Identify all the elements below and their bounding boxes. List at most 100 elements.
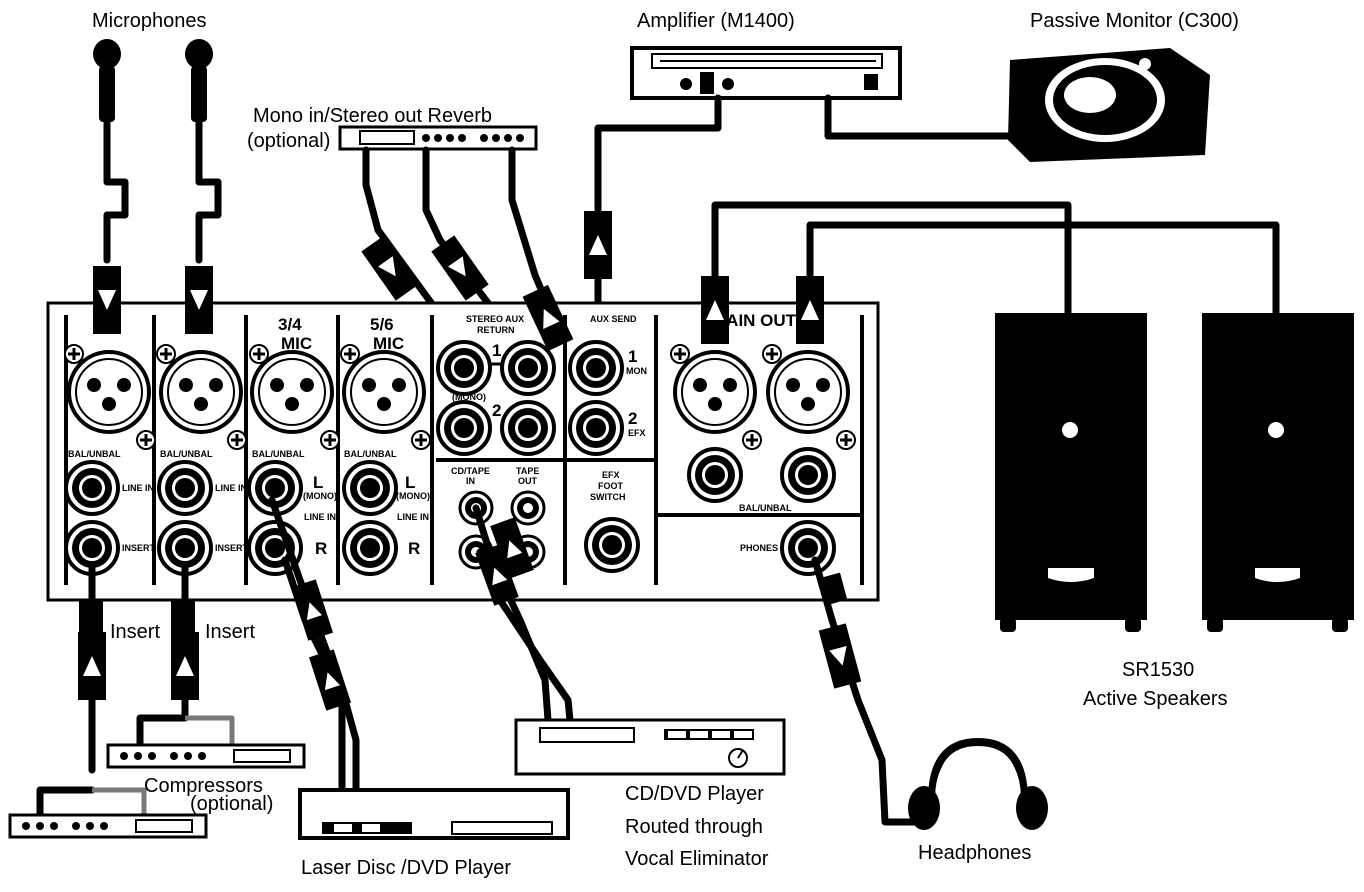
line-in-l-label: L xyxy=(313,473,323,492)
plus-icon xyxy=(836,430,856,450)
mono-label: (MONO) xyxy=(303,491,337,501)
insert-2-y-plug xyxy=(171,632,199,700)
channel-56-label: 5/6 xyxy=(370,315,394,334)
cd-dvd-eliminator-label: Vocal Eliminator xyxy=(625,848,769,870)
aux-return-1-plug xyxy=(361,235,419,301)
amplifier-label: Amplifier (M1400) xyxy=(637,10,795,32)
switch-label: SWITCH xyxy=(590,492,626,502)
plus-icon xyxy=(762,344,782,364)
mic-1-xlr-plug xyxy=(93,266,121,334)
bal-unbal-label: BAL/UNBAL xyxy=(252,449,305,459)
aux-return-1-r-jack[interactable] xyxy=(500,340,556,396)
headphones-cable xyxy=(811,556,919,826)
cd-dvd-plug-2 xyxy=(490,517,534,579)
plus-icon xyxy=(320,430,340,450)
xlr-input-ch2[interactable] xyxy=(159,350,243,434)
cd-dvd-label: CD/DVD Player xyxy=(625,783,764,805)
xlr-input-ch34[interactable] xyxy=(250,350,334,434)
aux-return-1-l-jack[interactable] xyxy=(436,340,492,396)
foot-label: FOOT xyxy=(598,481,623,491)
mon-label: MON xyxy=(626,366,647,376)
aux-return-2-r-jack[interactable] xyxy=(500,400,556,456)
active-speaker-right-icon xyxy=(1202,313,1354,632)
aux-return-2-label: 2 xyxy=(492,401,501,420)
active-speakers-label: Active Speakers xyxy=(1083,688,1228,710)
main-left-xlr-plug xyxy=(701,276,729,344)
aux-send-2-label: 2 xyxy=(628,409,637,428)
compressors-label: Compressors xyxy=(144,775,263,797)
passive-monitor-icon xyxy=(1008,48,1210,162)
reverb-optional-label: (optional) xyxy=(247,130,330,152)
main-out-right-jack[interactable] xyxy=(780,447,836,503)
active-speaker-left-icon xyxy=(995,313,1147,632)
compressors-optional-label: (optional) xyxy=(190,793,273,815)
mono-label: (MONO) xyxy=(396,491,430,501)
laser-disc-player-icon xyxy=(298,788,570,840)
cd-dvd-player-icon xyxy=(514,718,786,776)
efx-foot-switch-jack[interactable] xyxy=(584,517,640,573)
insert-1-plug-top xyxy=(79,600,103,636)
aux-return-2-plug xyxy=(431,235,489,301)
headphones-label: Headphones xyxy=(918,842,1031,864)
plus-icon xyxy=(156,344,176,364)
compressor-2-return-cable xyxy=(92,787,147,815)
main-out-left-jack[interactable] xyxy=(687,447,743,503)
microphone-2-icon xyxy=(185,39,213,122)
mic-1-cable xyxy=(103,116,129,264)
efx-label: EFX xyxy=(628,428,646,438)
aux-send-1-label: 1 xyxy=(628,347,637,366)
insert-1-y-plug xyxy=(78,632,106,700)
plus-icon xyxy=(742,430,762,450)
aux-return-mono-label: (MONO) xyxy=(452,392,486,402)
line-in-label: LINE IN xyxy=(215,483,247,493)
line-in-label: LINE IN xyxy=(304,512,336,522)
aux-send-plug xyxy=(584,211,612,279)
mic-2-cable xyxy=(195,116,222,264)
line-in-jack-ch2[interactable] xyxy=(157,460,213,516)
plus-icon xyxy=(64,344,84,364)
aux-return-2-l-jack[interactable] xyxy=(436,400,492,456)
xlr-input-ch56[interactable] xyxy=(342,350,426,434)
compressor-1-send-cable xyxy=(136,714,189,749)
bal-unbal-label: BAL/UNBAL xyxy=(739,503,792,513)
xlr-input-ch1[interactable] xyxy=(67,350,151,434)
microphone-1-icon xyxy=(93,39,121,122)
line-in-jack-ch1[interactable] xyxy=(64,460,120,516)
line-in-r-label: R xyxy=(315,539,327,558)
efx-foot-label: EFX xyxy=(602,470,620,480)
reverb-out-2-cable xyxy=(422,146,524,349)
headphones-plug-tip xyxy=(818,572,848,606)
main-out-label: MAIN OUT xyxy=(712,311,797,330)
amplifier-icon xyxy=(630,46,902,100)
bal-unbal-label: BAL/UNBAL xyxy=(68,449,121,459)
line-in-l-jack-ch56[interactable] xyxy=(342,460,398,516)
channel-34-label: 3/4 xyxy=(278,315,302,334)
plus-icon xyxy=(136,430,156,450)
reverb-out-1-cable xyxy=(362,146,466,349)
main-out-right-xlr[interactable] xyxy=(766,350,850,434)
tape-out-l-rca[interactable] xyxy=(510,490,546,526)
phones-jack[interactable] xyxy=(780,520,836,576)
reverb-in-plug xyxy=(522,284,574,352)
plus-icon xyxy=(411,430,431,450)
plus-icon xyxy=(227,430,247,450)
insert-2-label: Insert xyxy=(205,621,255,643)
compressor-1-return-cable xyxy=(185,715,235,745)
active-speakers-model-label: SR1530 xyxy=(1122,659,1194,681)
headphones-plug xyxy=(818,623,862,689)
aux-send-2-jack[interactable] xyxy=(568,400,624,456)
microphones-label: Microphones xyxy=(92,10,207,32)
cd-tape-label: CD/TAPE xyxy=(451,466,490,476)
bal-unbal-label: BAL/UNBAL xyxy=(160,449,213,459)
main-out-left-xlr[interactable] xyxy=(673,350,757,434)
line-in-r-jack-ch56[interactable] xyxy=(342,520,398,576)
aux-send-label: AUX SEND xyxy=(590,314,637,324)
tape-label: TAPE xyxy=(516,466,539,476)
passive-monitor-label: Passive Monitor (C300) xyxy=(1030,10,1239,32)
laser-disc-label: Laser Disc /DVD Player xyxy=(301,857,511,879)
aux-send-1-jack[interactable] xyxy=(568,340,624,396)
main-left-cable xyxy=(711,201,1072,349)
compressor-1-icon xyxy=(106,743,306,769)
insert-2-plug-top xyxy=(171,600,195,636)
